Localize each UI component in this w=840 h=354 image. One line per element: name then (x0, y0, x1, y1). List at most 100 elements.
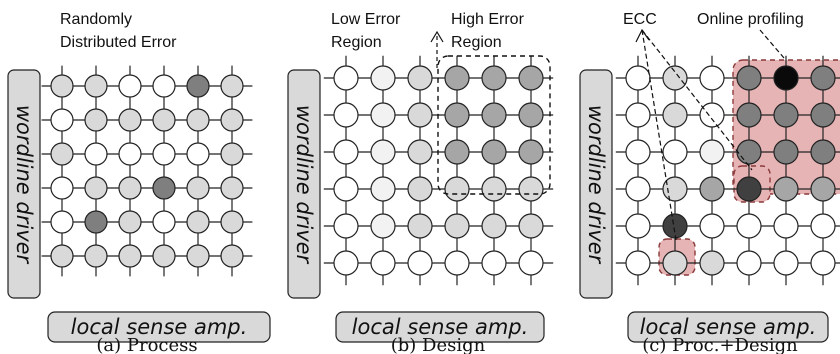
memory-cell (518, 139, 544, 165)
caption-proc-design: (c) Proc.+Design (642, 335, 798, 354)
wordline-driver-label: wordline driver (292, 105, 316, 265)
memory-cell (333, 139, 359, 165)
memory-cell (699, 176, 725, 202)
grid-lines (41, 65, 253, 277)
panel-design: Low Error Region High Error Region wordl… (287, 11, 554, 354)
wordline-driver-label: wordline driver (584, 105, 608, 265)
memory-cell (736, 213, 762, 239)
annotation-high-error-region: Region (451, 34, 502, 51)
memory-cell (481, 65, 507, 91)
memory-cell (152, 210, 176, 234)
memory-cell (186, 74, 210, 98)
sense-amp-label: local sense amp. (640, 315, 817, 339)
memory-cell (407, 102, 433, 128)
memory-cell (186, 108, 210, 132)
memory-cell (50, 142, 74, 166)
annotation-ecc: ECC (623, 11, 657, 28)
annotation-low-error: Low Error (331, 11, 401, 28)
memory-cell (186, 244, 210, 268)
memory-cell (481, 213, 507, 239)
memory-cell (518, 213, 544, 239)
memory-cell (699, 139, 725, 165)
annotation-high-error: High Error (451, 11, 525, 28)
memory-cell (736, 65, 762, 91)
memory-cell (50, 108, 74, 132)
annotation-low-error-region: Region (331, 34, 382, 51)
memory-cell (699, 102, 725, 128)
memory-cells (625, 65, 836, 276)
memory-cell (118, 74, 142, 98)
memory-cell (186, 142, 210, 166)
wordline-driver-box (7, 69, 41, 299)
memory-cell (220, 244, 244, 268)
memory-cell (84, 74, 108, 98)
wordline-driver-label: wordline driver (12, 105, 36, 265)
wordline-driver: wordline driver (7, 69, 41, 299)
memory-cell (50, 210, 74, 234)
memory-cell (810, 139, 836, 165)
panel-proc-design: ECC Online profiling wordline driver loc… (579, 11, 840, 354)
memory-cell (773, 213, 799, 239)
memory-cell (625, 176, 651, 202)
sense-amp-label: local sense amp. (352, 315, 529, 339)
memory-cell (50, 74, 74, 98)
memory-cell (810, 176, 836, 202)
memory-cell (444, 139, 470, 165)
annotation-online-profiling: Online profiling (697, 11, 804, 28)
wordline-driver: wordline driver (579, 69, 613, 299)
memory-cell (625, 102, 651, 128)
wordline-driver-box (579, 69, 613, 299)
memory-cell (736, 102, 762, 128)
memory-cell (625, 139, 651, 165)
annotation-randomly: Randomly (60, 11, 132, 28)
memory-cell (50, 244, 74, 268)
memory-cell (50, 176, 74, 200)
memory-cell (84, 142, 108, 166)
sense-amp-box (335, 311, 545, 343)
panel-process: Randomly Distributed Error wordline driv… (7, 11, 271, 354)
memory-cell (773, 139, 799, 165)
memory-cell (444, 250, 470, 276)
memory-cell (333, 65, 359, 91)
cell-array (323, 55, 554, 286)
memory-cell (662, 65, 688, 91)
high-error-region-box (437, 55, 551, 195)
memory-cell (736, 139, 762, 165)
memory-cell (736, 176, 762, 202)
memory-cell (370, 139, 396, 165)
memory-cell (625, 213, 651, 239)
memory-cell (662, 213, 688, 239)
local-sense-amp: local sense amp. (335, 311, 545, 343)
memory-cell (370, 176, 396, 202)
memory-cell (186, 176, 210, 200)
memory-cell (625, 65, 651, 91)
memory-cell (699, 250, 725, 276)
local-sense-amp: local sense amp. (627, 311, 829, 343)
memory-cell (444, 213, 470, 239)
memory-cell (333, 250, 359, 276)
memory-cell (773, 102, 799, 128)
memory-cell (736, 250, 762, 276)
memory-cell (118, 210, 142, 234)
memory-cell (370, 250, 396, 276)
memory-cell (407, 250, 433, 276)
memory-cell (370, 65, 396, 91)
grid-lines (615, 55, 840, 286)
memory-cell (407, 139, 433, 165)
memory-cell (407, 176, 433, 202)
memory-cell (662, 102, 688, 128)
memory-cell (407, 65, 433, 91)
wordline-driver-box (287, 69, 321, 299)
memory-cell (370, 213, 396, 239)
memory-cell (773, 65, 799, 91)
memory-cell (518, 102, 544, 128)
memory-cell (84, 176, 108, 200)
ecc-arrows (635, 28, 753, 241)
memory-cell (333, 176, 359, 202)
local-sense-amp: local sense amp. (47, 311, 271, 343)
memory-cell (84, 210, 108, 234)
memory-cell (773, 250, 799, 276)
memory-cell (407, 213, 433, 239)
memory-cell (810, 250, 836, 276)
